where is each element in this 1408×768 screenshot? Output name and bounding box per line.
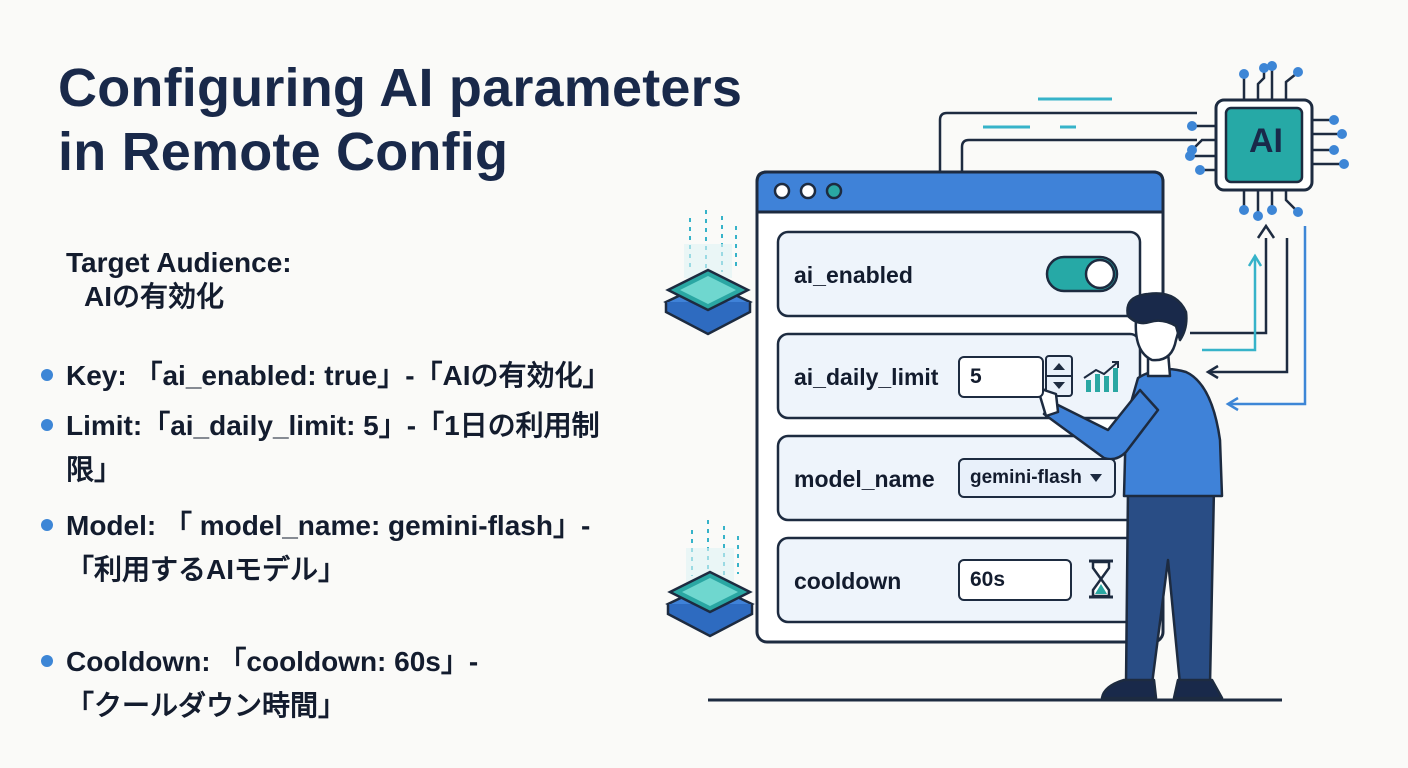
flow-arrows: [1190, 223, 1307, 412]
bullet-limit: Limit:「ai_daily_limit: 5」-「1日の利用制 限」: [41, 404, 666, 492]
data-layers-icon: [663, 210, 753, 336]
bullet-cooldown-text-cont: 「クールダウン時間」: [66, 690, 347, 721]
chevron-down-icon: [1089, 474, 1102, 482]
bullet-model: Model: 「 model_name: gemini-flash」- 「利用す…: [41, 504, 666, 592]
model-name-select[interactable]: gemini-flash: [958, 458, 1116, 498]
bullet-key: Key: 「ai_enabled: true」-「AIの有効化」: [41, 354, 666, 398]
bullet-dot: [41, 419, 53, 431]
bullet-dot: [41, 655, 53, 667]
bullet-dot: [41, 369, 53, 381]
bullet-limit-text: Limit:「ai_daily_limit: 5」-「1日の利用制: [66, 410, 600, 441]
cooldown-value: 60s: [970, 568, 1006, 591]
ai-enabled-toggle[interactable]: [1046, 256, 1118, 292]
bullet-model-text: Model: 「 model_name: gemini-flash」-: [66, 510, 591, 541]
ai-daily-limit-value: 5: [970, 365, 982, 388]
ai-daily-limit-input[interactable]: 5: [958, 356, 1044, 398]
audience-value: AIの有効化: [84, 281, 225, 312]
bullet-key-text: Key: 「ai_enabled: true」-「AIの有効化」: [66, 360, 611, 391]
field-label-model-name: model_name: [794, 466, 935, 492]
data-layers-icon: [665, 520, 755, 638]
cooldown-input[interactable]: 60s: [958, 559, 1072, 601]
bullet-dot: [41, 519, 53, 531]
ai-chip-label: AI: [1249, 122, 1283, 160]
bullet-model-text-cont: 「利用するAIモデル」: [66, 554, 347, 585]
bar-chart-icon: [1083, 361, 1119, 392]
limit-stepper-buttons: [1045, 355, 1073, 397]
field-label-ai-daily-limit: ai_daily_limit: [794, 364, 939, 390]
bullet-cooldown-text: Cooldown: 「cooldown: 60s」-: [66, 646, 479, 677]
ai-enabled-toggle: [1045, 255, 1119, 293]
bullet-limit-text-cont: 限」: [66, 454, 123, 485]
bullet-cooldown: Cooldown: 「cooldown: 60s」- 「クールダウン時間」: [41, 640, 666, 728]
hourglass-icon: [1089, 559, 1113, 599]
model-name-value: gemini-flash: [970, 467, 1082, 488]
page-title: Configuring AI parameters in Remote Conf…: [58, 56, 742, 184]
target-audience: Target Audience: AIの有効化: [66, 246, 292, 314]
title-line-1: Configuring AI parameters: [58, 58, 743, 118]
audience-label: Target Audience:: [66, 247, 292, 278]
ai-chip-icon: [1185, 61, 1349, 221]
connector-lines: [938, 111, 1197, 172]
field-label-cooldown: cooldown: [794, 568, 902, 594]
field-label-ai-enabled: ai_enabled: [794, 262, 913, 288]
limit-stepper[interactable]: [1046, 356, 1072, 396]
title-line-2: in Remote Config: [58, 122, 509, 182]
